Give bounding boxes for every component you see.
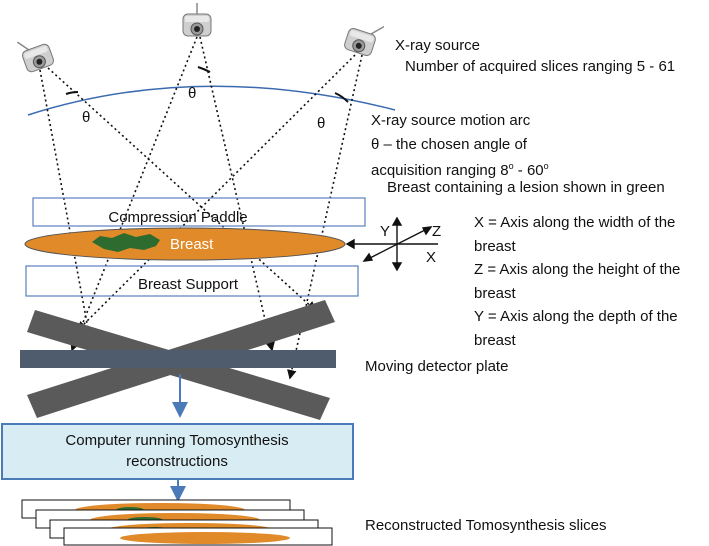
xray-beam-lines xyxy=(39,36,363,380)
axis-definition: X = Axis along the width of the breast xyxy=(474,214,676,255)
reconstructed-slices-label: Reconstructed Tomosynthesis slices xyxy=(365,517,607,534)
breast-support xyxy=(25,265,359,297)
axis-definition: Z = Axis along the height of the breast xyxy=(474,261,681,302)
angle-marks xyxy=(65,66,349,103)
reconstructed-slices xyxy=(21,499,333,546)
breast-label: Breast xyxy=(170,236,214,253)
moving-detector-label: Moving detector plate xyxy=(365,358,509,375)
theta-label: θ xyxy=(82,109,90,126)
lesion xyxy=(92,233,160,252)
axis-definition: Y = Axis along the depth of the breast xyxy=(474,308,678,349)
slices-range-label: Number of acquired slices ranging 5 - 61 xyxy=(405,58,676,75)
axis-definitions: X = Axis along the width of the breast Z… xyxy=(474,211,709,352)
axis-x-label: X xyxy=(426,249,436,266)
breast xyxy=(24,227,346,261)
xray-tube-icon xyxy=(16,41,56,74)
xray-tube-icon xyxy=(342,25,385,58)
moving-detector-plate xyxy=(20,300,336,420)
axis-z-label: Z xyxy=(432,223,441,240)
lesion-note-label: Breast containing a lesion shown in gree… xyxy=(387,179,665,196)
computer-label-line1: Computer running Tomosynthesis xyxy=(65,432,288,449)
theta-definition-line2: acquisition ranging 8o - 60o xyxy=(371,161,549,179)
computer-box xyxy=(1,423,354,480)
breast-support-label: Breast Support xyxy=(138,276,239,293)
compression-paddle xyxy=(32,197,366,227)
axis-y-label: Y xyxy=(380,223,390,240)
theta-definition-line1: θ – the chosen angle of xyxy=(371,136,527,153)
xray-tube-icon xyxy=(182,3,212,37)
xray-source-label: X-ray source xyxy=(395,37,481,54)
motion-arc-label: X-ray source motion arc xyxy=(371,112,531,129)
theta-label: θ xyxy=(317,115,325,132)
compression-paddle-label: Compression Paddle xyxy=(108,209,247,226)
computer-label-line2: reconstructions xyxy=(126,453,228,470)
axis-symbol xyxy=(345,216,438,272)
theta-label: θ xyxy=(188,85,196,102)
